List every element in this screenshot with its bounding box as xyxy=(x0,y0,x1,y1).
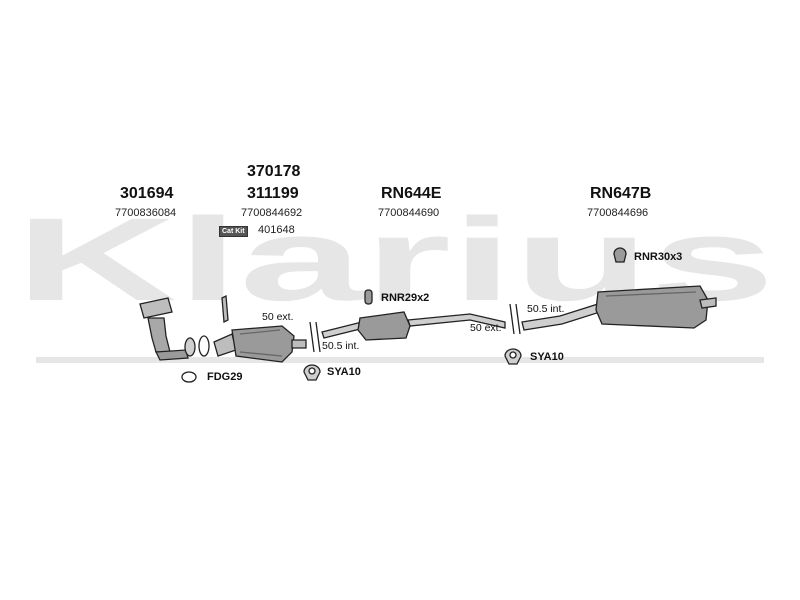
watermark-underline xyxy=(36,357,764,363)
rnr30-rubber-icon xyxy=(613,247,627,263)
clamp-1-label: SYA10 xyxy=(327,366,361,378)
centre-part-number: RN644E xyxy=(381,185,442,202)
rear-oem-number: 7700844696 xyxy=(587,207,649,219)
catalyst-oem-number: 7700844692 xyxy=(241,207,303,219)
centre-oem-number: 7700844690 xyxy=(378,207,440,219)
joint-2-markers xyxy=(509,303,521,335)
catalyst-part-number-top: 370178 xyxy=(247,163,301,180)
manifold-flange-gasket xyxy=(198,335,210,357)
dimension-1-label: 50 ext. xyxy=(262,311,294,323)
rear-silencer-part xyxy=(521,285,717,331)
catalyst-part xyxy=(213,294,307,363)
sya10-clamp-icon-1 xyxy=(303,364,321,381)
catalyst-part-number: 311199 xyxy=(247,185,299,202)
rnr29-rubber-icon xyxy=(364,289,373,305)
sya10-clamp-icon-2 xyxy=(504,348,522,365)
gasket-label: FDG29 xyxy=(207,371,243,383)
rear-part-number: RN647B xyxy=(590,185,652,202)
cat-kit-badge: Cat Kit xyxy=(219,226,248,237)
manifold-oem-number: 7700836084 xyxy=(115,207,177,219)
clamp-2-label: SYA10 xyxy=(530,351,564,363)
cat-kit-number: 401648 xyxy=(258,224,295,236)
manifold-part xyxy=(139,297,196,361)
joint-1-markers xyxy=(309,321,321,353)
dimension-2-label: 50.5 int. xyxy=(322,340,360,352)
dimension-4-label: 50.5 int. xyxy=(527,303,565,315)
rubber-1-label: RNR29x2 xyxy=(381,292,430,304)
dimension-3-label: 50 ext. xyxy=(470,322,502,334)
centre-section-part xyxy=(321,311,506,341)
fdg29-gasket-icon xyxy=(181,371,197,383)
manifold-part-number: 301694 xyxy=(120,185,174,202)
rubber-2-label: RNR30x3 xyxy=(634,251,683,263)
